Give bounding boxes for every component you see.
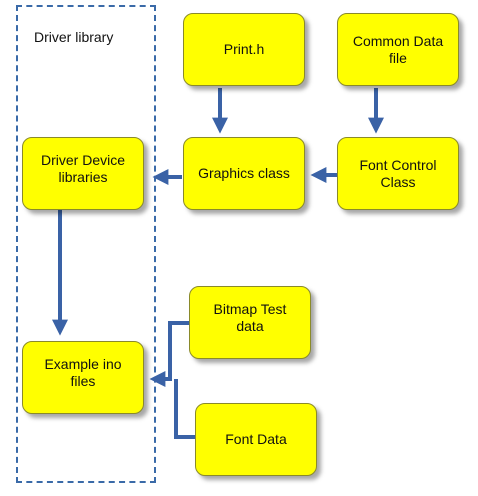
print-h-box: Print.h bbox=[183, 13, 305, 86]
font-control-class-box: Font Control Class bbox=[337, 137, 459, 210]
arrow-bitmap-to-example bbox=[149, 321, 189, 387]
font-data-box: Font Data bbox=[195, 403, 317, 476]
driver-device-libraries-box: Driver Device libraries bbox=[22, 137, 144, 210]
driver-library-frame bbox=[16, 5, 156, 483]
connector-fontdata-junction bbox=[174, 379, 195, 439]
driver-library-label: Driver library bbox=[34, 29, 114, 45]
example-ino-files-box: Example ino files bbox=[22, 341, 144, 414]
common-data-file-box: Common Data file bbox=[337, 13, 459, 86]
graphics-class-box: Graphics class bbox=[183, 137, 305, 210]
bitmap-test-data-box: Bitmap Test data bbox=[189, 286, 311, 359]
